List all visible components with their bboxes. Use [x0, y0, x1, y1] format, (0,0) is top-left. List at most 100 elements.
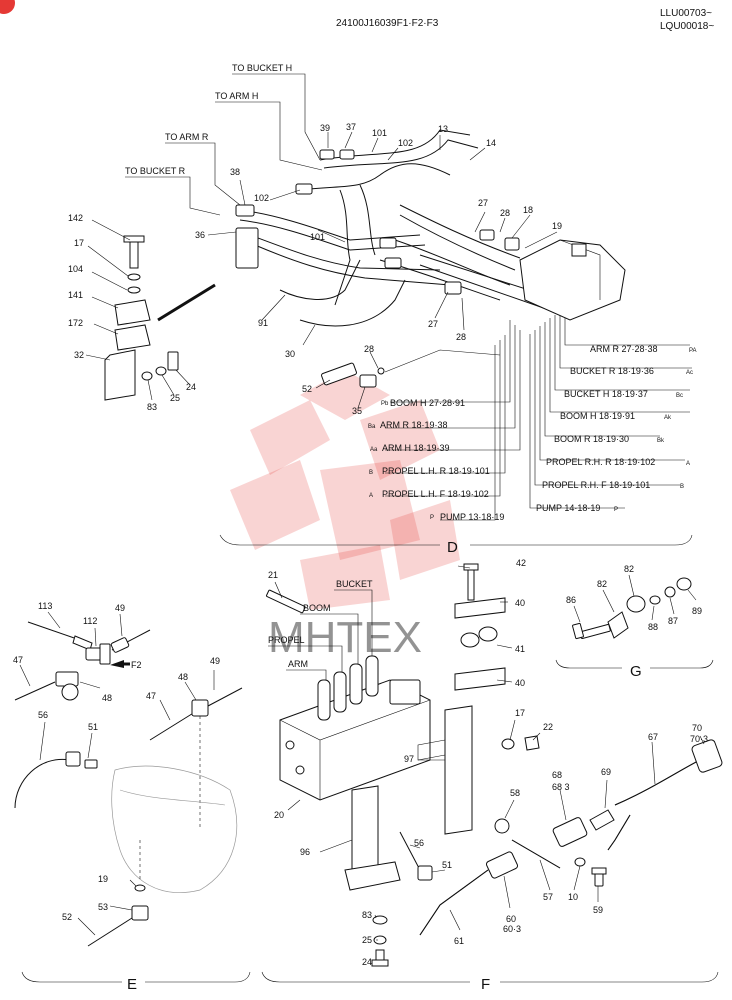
part-number: 28	[500, 208, 510, 218]
part-number: 36	[195, 230, 205, 240]
callout-pump-13: PUMP 13·18·19	[440, 512, 504, 522]
part-number: 40	[515, 678, 525, 688]
part-number: 40	[515, 598, 525, 608]
part-number: 38	[230, 167, 240, 177]
callout-propel-rh-f: PROPEL R.H. F 18·19·101	[542, 480, 650, 490]
corner-marker-icon	[0, 0, 15, 14]
part-number: 70·3	[690, 734, 708, 744]
part-number: 112	[83, 616, 97, 626]
callout-code: Bk	[657, 438, 665, 444]
part-number: 102	[254, 193, 269, 203]
part-number: 52	[62, 912, 72, 922]
callout-propel-lh-r: PROPEL L.H. R 18·19·101	[382, 466, 490, 476]
part-number: 48	[178, 672, 188, 682]
part-number: 30	[285, 349, 295, 359]
part-number: 68	[552, 770, 562, 780]
callout-boom-h-27: BOOM H 27·28·91	[390, 398, 465, 408]
valve-label-arm: ARM	[288, 659, 308, 669]
callout-code: A	[686, 461, 690, 467]
part-number: 28	[456, 332, 466, 342]
callout-code: B	[680, 484, 684, 490]
part-number: 69	[601, 767, 611, 777]
arrow-label-f2: F2	[131, 660, 142, 670]
callout-code: Ba	[368, 424, 376, 430]
part-number: 35	[352, 406, 362, 416]
part-number: 49	[210, 656, 220, 666]
callout-code: P	[430, 515, 434, 521]
section-label-f: F	[481, 976, 490, 993]
callout-code: B	[369, 470, 373, 476]
part-number: 27	[478, 198, 488, 208]
part-number: 13	[438, 124, 448, 134]
part-number: 96	[300, 847, 310, 857]
part-number: 142	[68, 213, 83, 223]
part-number: 41	[515, 644, 525, 654]
section-d-drawing	[85, 73, 693, 546]
part-number: 59	[593, 905, 603, 915]
part-number: 20	[274, 810, 284, 820]
part-number: 89	[692, 606, 702, 616]
part-number: 24	[186, 382, 196, 392]
part-number: 60	[506, 914, 516, 924]
part-number: 22	[543, 722, 553, 732]
callout-code: PA	[689, 348, 697, 354]
part-number: 25	[362, 935, 372, 945]
part-number: 53	[98, 902, 108, 912]
part-number: 39	[320, 123, 330, 133]
part-number: 68 3	[552, 782, 570, 792]
valve-label-boom: BOOM	[303, 603, 331, 613]
callout-bucket-h: BUCKET H 18·19·37	[564, 389, 648, 399]
part-number: 70	[692, 723, 702, 733]
part-number: 86	[566, 595, 576, 605]
section-label-e: E	[127, 976, 137, 993]
watermark-text: MHTEX	[268, 613, 422, 662]
part-number: 17	[74, 238, 84, 248]
part-number: 104	[68, 264, 83, 274]
part-number: 51	[88, 722, 98, 732]
callout-arm-r-27: ARM R 27·28·38	[590, 344, 658, 354]
part-number: 83	[362, 910, 372, 920]
part-number: 27	[428, 319, 438, 329]
part-number: 42	[516, 558, 526, 568]
part-number: 88	[648, 622, 658, 632]
part-number: 32	[74, 350, 84, 360]
part-number: 83	[147, 402, 157, 412]
part-number: 113	[38, 601, 52, 611]
serial-range-1: LLU00703~	[660, 8, 712, 19]
part-number: 17	[515, 708, 525, 718]
callout-bucket-r: BUCKET R 18·19·36	[570, 366, 654, 376]
part-number: 101	[372, 128, 387, 138]
callout-code: P	[614, 507, 618, 513]
callout-pump-14: PUMP 14·18·19	[536, 503, 600, 513]
part-number: 61	[454, 936, 464, 946]
label-to-arm-r: TO ARM R	[165, 132, 209, 142]
part-number: 19	[98, 874, 108, 884]
part-number: 58	[510, 788, 520, 798]
callout-boom-h-91: BOOM H 18·19·91	[560, 411, 635, 421]
drawing-number: 24100J16039F1·F2·F3	[336, 18, 439, 29]
part-number: 101	[310, 232, 325, 242]
part-number: 37	[346, 122, 356, 132]
part-number: 47	[146, 691, 156, 701]
part-number: 87	[668, 616, 678, 626]
part-number: 60·3	[503, 924, 521, 934]
callout-arm-r-18: ARM R 18·19·38	[380, 420, 448, 430]
label-to-arm-h: TO ARM H	[215, 91, 258, 101]
callout-boom-r: BOOM R 18·19·30	[554, 434, 629, 444]
callout-code: Aa	[370, 447, 378, 453]
part-number: 56	[38, 710, 48, 720]
callout-code: A	[369, 493, 373, 499]
callout-code: Ak	[664, 415, 672, 421]
callout-propel-rh-r: PROPEL R.H. R 18·19·102	[546, 457, 655, 467]
part-number: 10	[568, 892, 578, 902]
part-number: 51	[442, 860, 452, 870]
callout-code: Ac	[686, 370, 693, 376]
part-number: 57	[543, 892, 553, 902]
part-number: 21	[268, 570, 278, 580]
section-e-drawing	[14, 611, 251, 983]
part-number: 19	[552, 221, 562, 231]
section-label-g: G	[630, 663, 642, 680]
callout-code: Pb	[381, 401, 389, 407]
label-to-bucket-h: TO BUCKET H	[232, 63, 292, 73]
